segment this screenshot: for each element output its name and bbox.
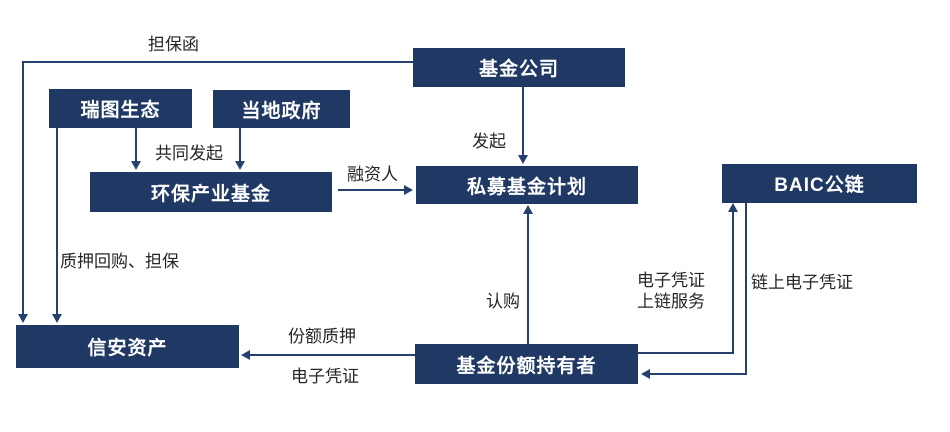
edge-label-line: 电子凭证 [637,271,705,290]
arrowhead-up-icon [728,203,738,212]
node-label: 基金份额持有者 [456,355,597,377]
edge-holders-to-baic-horizontal [638,352,734,354]
edge-label-evoucher: 电子凭证 [291,367,359,386]
arrowhead-down-icon [131,161,141,170]
edge-holders-to-xinan [249,354,415,356]
node-private-fund-plan: 私募基金计划 [416,166,638,204]
node-env-industry-fund: 环保产业基金 [90,172,332,212]
edge-localgov-to-envfund [239,128,241,162]
node-label: 基金公司 [478,59,559,80]
node-ruitu-ecology: 瑞图生态 [49,89,192,128]
node-label: 瑞图生态 [80,100,161,121]
edge-label-subscription: 认购 [486,292,520,311]
edge-envfund-to-plan [338,189,405,191]
edge-ruitu-to-envfund [135,128,137,162]
edge-label-evoucher-onchain-service: 电子凭证 上链服务 [637,270,705,312]
edge-label-share-pledge: 份额质押 [288,327,356,346]
arrowhead-right-icon [404,185,413,195]
edge-label-pledge-repurchase-guarantee: 质押回购、担保 [60,252,179,271]
edge-holders-to-baic-vertical [732,211,734,354]
node-baic-chain: BAIC公链 [722,164,917,203]
arrowhead-left-icon [241,350,250,360]
edge-baic-to-holders-vertical [745,203,747,375]
edge-label-guarantee-letter: 担保函 [148,35,199,54]
edge-label-line: 上链服务 [637,292,705,311]
node-fund-company: 基金公司 [413,48,625,87]
edge-label-financier: 融资人 [347,165,398,184]
node-label: 环保产业基金 [150,183,271,205]
node-fund-share-holders: 基金份额持有者 [415,344,638,384]
arrowhead-down-icon [52,314,62,323]
edge-company-to-plan [522,87,524,156]
arrowhead-down-icon [18,314,28,323]
edge-ruitu-to-xinan [56,128,58,315]
node-label: 私募基金计划 [466,176,587,198]
edge-holders-to-plan [527,213,529,344]
node-label: 当地政府 [241,100,322,122]
node-local-government: 当地政府 [213,90,350,128]
arrowhead-up-icon [523,205,533,214]
arrowhead-down-icon [518,155,528,164]
edge-guarantee-letter-vertical [22,61,24,315]
node-label: 信安资产 [87,338,168,359]
edge-guarantee-letter-horizontal [22,61,414,63]
arrowhead-left-icon [641,369,650,379]
edge-label-initiate: 发起 [472,132,506,151]
node-xinan-assets: 信安资产 [16,325,239,368]
edge-label-joint-initiation: 共同发起 [155,144,223,163]
arrowhead-down-icon [235,161,245,170]
edge-label-onchain-evoucher: 链上电子凭证 [751,273,853,292]
node-label: BAIC公链 [774,175,865,196]
edge-baic-to-holders-horizontal [649,373,747,375]
